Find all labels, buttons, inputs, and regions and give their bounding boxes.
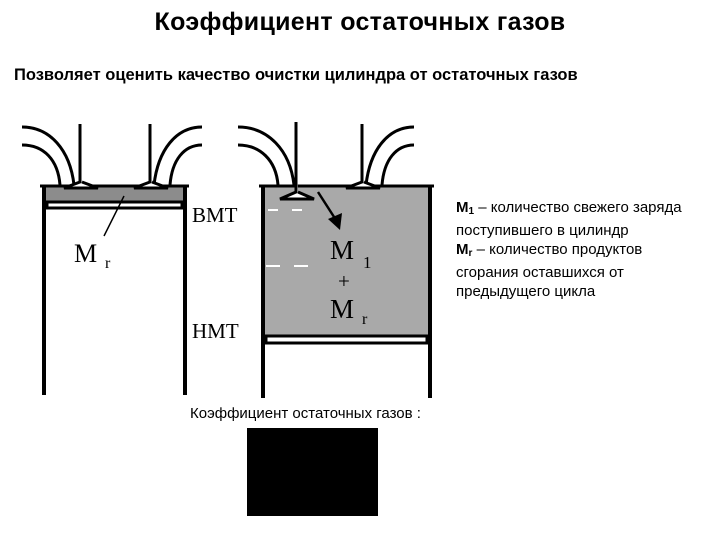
left-residual-gas bbox=[44, 186, 185, 204]
right-plus-sign: + bbox=[338, 269, 350, 293]
right-m1-symbol: M bbox=[330, 235, 354, 265]
slide-title: Коэффициент остаточных газов bbox=[154, 8, 566, 36]
legend-residual-gas: Mr – количество продуктов сгорания остав… bbox=[456, 240, 706, 301]
left-exhaust-port bbox=[152, 125, 203, 186]
right-cylinder-walls bbox=[261, 186, 432, 398]
legend-fresh-charge: M1 – количество свежего заряда поступивш… bbox=[456, 198, 706, 240]
left-exhaust-valve bbox=[133, 124, 169, 190]
right-cylinder: M 1 + M r bbox=[237, 122, 434, 398]
right-gas-fill bbox=[264, 186, 429, 336]
right-intake-valve bbox=[279, 122, 315, 201]
left-cylinder-walls bbox=[42, 186, 187, 395]
left-mr-subscript: r bbox=[105, 255, 111, 272]
fresh-charge-arrow bbox=[316, 191, 338, 221]
left-cylinder: M r bbox=[21, 124, 203, 395]
right-piston bbox=[264, 334, 429, 345]
left-mr-symbol: M bbox=[74, 239, 97, 268]
right-intake-port bbox=[237, 125, 296, 186]
fresh-charge-arrowhead bbox=[328, 213, 342, 230]
right-mr-symbol: M bbox=[330, 294, 354, 324]
legend-residual-subscript: r bbox=[468, 248, 473, 259]
left-intake-port bbox=[21, 125, 76, 186]
tdc-label: ВМТ bbox=[192, 203, 238, 227]
slide-subtitle: Позволяет оценить качество очистки цилин… bbox=[14, 66, 578, 84]
legend-fresh-symbol: M bbox=[456, 199, 469, 216]
legend: M1 – количество свежего заряда поступивш… bbox=[456, 198, 706, 301]
right-exhaust-port bbox=[364, 125, 415, 186]
formula-image-placeholder bbox=[247, 428, 378, 516]
left-piston bbox=[45, 200, 184, 210]
right-mr-subscript: r bbox=[362, 311, 368, 328]
right-m1-subscript: 1 bbox=[363, 253, 372, 272]
legend-fresh-subscript: 1 bbox=[468, 206, 475, 217]
coefficient-label: Коэффициент остаточных газов : bbox=[190, 405, 421, 422]
legend-fresh-text: – количество свежего заряда поступившего… bbox=[456, 199, 682, 239]
legend-residual-symbol: M bbox=[456, 241, 469, 258]
legend-residual-text: – количество продуктов сгорания оставших… bbox=[456, 241, 643, 300]
left-intake-valve bbox=[63, 124, 99, 190]
right-exhaust-valve bbox=[345, 124, 381, 190]
left-leader-line bbox=[103, 195, 125, 237]
bdc-label: НМТ bbox=[192, 319, 239, 343]
